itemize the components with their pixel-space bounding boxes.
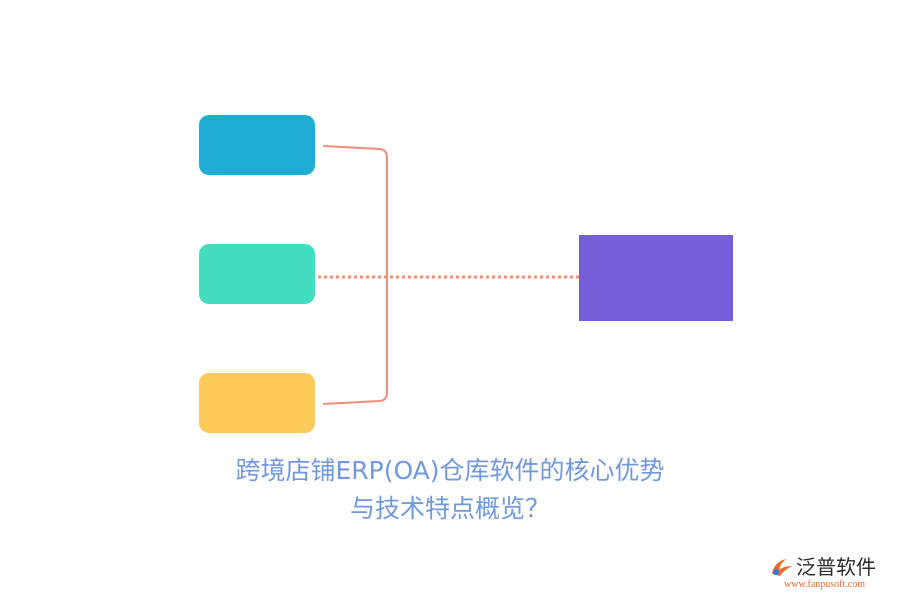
logo-name: 泛普软件	[796, 555, 876, 579]
caption-line-1: 跨境店铺ERP(OA)仓库软件的核心优势	[235, 456, 665, 485]
logo-url: www.fanpusoft.com	[784, 579, 866, 590]
caption-line-2: 与技术特点概览？	[349, 494, 550, 523]
bracket-connector	[322, 145, 388, 405]
brand-logo: 泛普软件 www.fanpusoft.com	[766, 554, 890, 594]
target-box	[579, 235, 733, 321]
fanpu-logo-icon	[772, 559, 792, 576]
source-box-bottom	[199, 373, 315, 433]
source-box-top	[199, 115, 315, 175]
diagram-caption: 跨境店铺ERP(OA)仓库软件的核心优势 与技术特点概览？	[100, 452, 800, 528]
source-box-middle	[199, 244, 315, 304]
